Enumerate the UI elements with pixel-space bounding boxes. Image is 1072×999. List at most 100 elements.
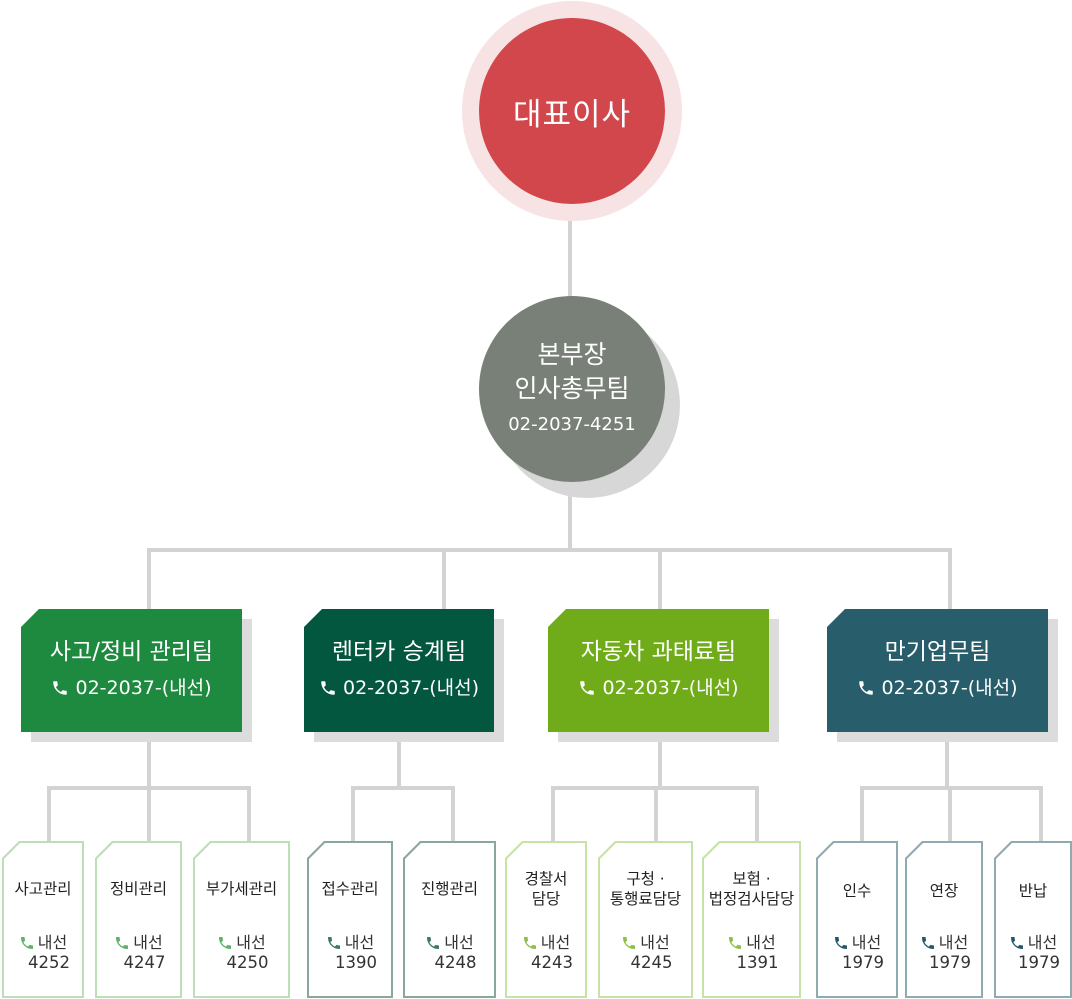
member-ext: 내선 1979 — [905, 933, 983, 973]
ext-number: 4247 — [123, 953, 166, 972]
member-ext: 내선 4252 — [2, 933, 84, 973]
ceo-node: 대표이사 — [479, 18, 665, 204]
phone-icon — [53, 681, 68, 695]
ext-label: 내선 — [1027, 933, 1058, 952]
member-label: 인수 — [842, 882, 872, 900]
member-label: 사고관리 — [14, 880, 72, 898]
team-box-rentcar: 렌터카 승계팀 02-2037-(내선) — [304, 609, 494, 732]
ext-label: 내선 — [344, 933, 375, 952]
member-ext: 내선 1979 — [816, 933, 898, 973]
member-card: 정비관리 내선 4247 — [95, 841, 182, 998]
connector-team2-bus — [351, 786, 455, 790]
connector-team2-down — [397, 742, 401, 788]
member-ext: 내선 1390 — [307, 933, 393, 973]
hq-team: 인사총무팀 — [514, 374, 630, 403]
ext-label: 내선 — [640, 933, 670, 952]
member-card: 반납 내선 1979 — [994, 841, 1072, 998]
connector-team3 — [658, 548, 662, 610]
member-label: 부가세관리 — [205, 880, 278, 898]
member-card: 보험 · 법정검사담당 내선 1391 — [702, 841, 801, 998]
member-label: 접수관리 — [321, 880, 379, 898]
member-card: 구청 · 통행료담당 내선 4245 — [598, 841, 693, 998]
team-name: 자동차 과태료팀 — [580, 639, 737, 665]
member-label: 반납 — [1018, 882, 1048, 900]
phone-icon — [219, 937, 232, 949]
team-name: 렌터카 승계팀 — [331, 639, 467, 665]
member-ext: 내선 1391 — [702, 933, 801, 973]
connector-team1-c1 — [47, 786, 51, 842]
ext-number: 1979 — [1018, 953, 1060, 972]
ext-label: 내선 — [444, 933, 474, 952]
team-phone: 02-2037-(내선) — [548, 675, 769, 701]
phone-icon — [327, 937, 340, 949]
ext-number: 1979 — [842, 953, 884, 972]
team-phone-text: 02-2037-(내선) — [342, 677, 480, 699]
team-box-expiry: 만기업무팀 02-2037-(내선) — [827, 609, 1048, 732]
member-card: 부가세관리 내선 4250 — [193, 841, 290, 998]
team-box-accident: 사고/정비 관리팀 02-2037-(내선) — [21, 609, 242, 732]
ceo-label: 대표이사 — [512, 96, 632, 133]
member-label: 구청 · 통행료담당 — [609, 870, 682, 908]
member-card: 진행관리 내선 4248 — [403, 841, 496, 998]
hq-node: 본부장 인사총무팀 02-2037-4251 — [479, 296, 665, 482]
team-phone-text: 02-2037-(내선) — [75, 677, 212, 699]
member-ext: 내선 4245 — [598, 933, 693, 973]
connector-team3-c2 — [654, 786, 658, 842]
member-ext: 내선 4247 — [95, 933, 182, 973]
ext-number: 4245 — [630, 953, 673, 972]
connector-team1-c2 — [147, 786, 151, 842]
phone-icon — [729, 937, 742, 949]
team-name: 사고/정비 관리팀 — [49, 639, 214, 665]
phone-icon — [20, 937, 33, 949]
hq-title: 본부장 — [537, 340, 607, 369]
member-card: 접수관리 내선 1390 — [307, 841, 393, 998]
team-phone: 02-2037-(내선) — [21, 675, 242, 701]
connector-team3-c1 — [551, 786, 555, 842]
ext-number: 4243 — [531, 953, 573, 972]
phone-icon — [623, 937, 636, 949]
member-ext: 내선 1979 — [994, 933, 1072, 973]
member-label: 정비관리 — [109, 880, 168, 898]
connector-team3-down — [658, 742, 662, 788]
member-card: 연장 내선 1979 — [905, 841, 983, 998]
connector-team1-c3 — [247, 786, 251, 842]
connector-team2 — [442, 548, 446, 610]
connector-team4-down — [945, 742, 949, 788]
connector-hq-down — [568, 482, 572, 550]
team-phone-text: 02-2037-(내선) — [881, 677, 1018, 699]
phone-icon — [921, 937, 934, 949]
ext-label: 내선 — [938, 933, 969, 952]
hq-phone: 02-2037-4251 — [508, 414, 636, 435]
ext-label: 내선 — [851, 933, 882, 952]
phone-icon — [427, 937, 440, 949]
member-card: 사고관리 내선 4252 — [2, 841, 84, 998]
phone-icon — [321, 681, 335, 695]
ext-label: 내선 — [746, 933, 776, 952]
team-phone-text: 02-2037-(내선) — [602, 677, 739, 699]
member-ext: 내선 4250 — [193, 933, 290, 973]
team-box-fines: 자동차 과태료팀 02-2037-(내선) — [548, 609, 769, 732]
member-ext: 내선 4248 — [403, 933, 496, 973]
connector-team4-c3 — [1039, 786, 1043, 842]
connector-team1-down — [147, 742, 151, 788]
member-label: 진행관리 — [420, 880, 479, 898]
phone-icon — [834, 937, 847, 949]
ext-number: 1979 — [929, 953, 971, 972]
ext-number: 4252 — [28, 953, 70, 972]
connector-team4-c2 — [948, 786, 952, 842]
connector-team3-c3 — [755, 786, 759, 842]
member-card: 인수 내선 1979 — [816, 841, 898, 998]
phone-icon — [1010, 937, 1023, 949]
member-ext: 내선 4243 — [505, 933, 587, 973]
connector-team4-c1 — [860, 786, 864, 842]
ext-number: 4248 — [434, 953, 477, 972]
connector-team1 — [147, 548, 151, 610]
connector-team-bus — [147, 548, 952, 552]
connector-team2-c1 — [351, 786, 355, 842]
team-phone: 02-2037-(내선) — [304, 675, 494, 701]
phone-icon — [116, 937, 129, 949]
ext-label: 내선 — [540, 933, 571, 952]
connector-ceo-hq — [568, 204, 572, 298]
phone-icon — [859, 681, 874, 695]
phone-icon — [523, 937, 536, 949]
